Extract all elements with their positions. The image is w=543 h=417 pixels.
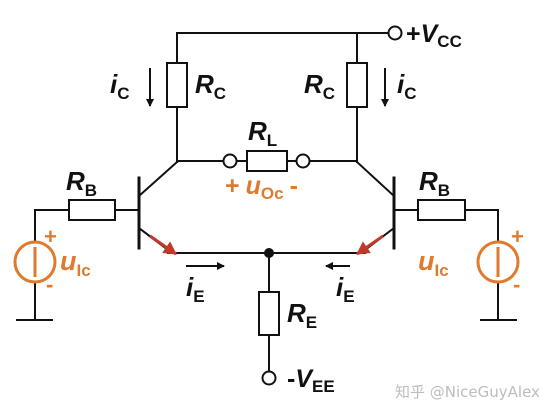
left-input-source-label: uIc bbox=[60, 246, 91, 280]
right-source-plus: + bbox=[511, 224, 524, 249]
vcc-label: +VCC bbox=[406, 20, 462, 51]
right-input-source bbox=[476, 240, 520, 284]
left-source-plus: + bbox=[44, 224, 57, 249]
left-collector-resistor bbox=[166, 62, 188, 108]
load-resistor-label: RL bbox=[248, 116, 277, 150]
left-input-source bbox=[13, 240, 57, 284]
left-base-resistor-label: RB bbox=[66, 166, 97, 200]
load-resistor bbox=[246, 150, 288, 172]
right-source-minus: - bbox=[513, 272, 520, 297]
left-collector-resistor-label: RC bbox=[195, 69, 226, 103]
terminals bbox=[222, 25, 403, 386]
vee-label: -VEE bbox=[287, 365, 335, 396]
right-collector-resistor bbox=[346, 62, 368, 108]
load-terminal-left bbox=[222, 153, 238, 169]
left-emitter-current-label: iE bbox=[186, 272, 205, 306]
left-base-resistor bbox=[68, 199, 116, 221]
emitter-junction-dot bbox=[264, 248, 274, 258]
output-voltage-label: +uOc- bbox=[225, 172, 298, 203]
left-emitter-arrow bbox=[149, 234, 177, 256]
right-base-resistor bbox=[417, 199, 466, 221]
right-emitter-arrow bbox=[356, 234, 384, 256]
emitter-resistor bbox=[258, 291, 280, 336]
right-input-source-label: uIc bbox=[418, 246, 449, 280]
vee-terminal bbox=[261, 370, 277, 386]
right-transistor-collector-lead bbox=[355, 160, 396, 198]
watermark: 知乎 @NiceGuyAlex bbox=[395, 383, 540, 401]
resistors bbox=[68, 62, 466, 336]
input-sources bbox=[13, 240, 520, 284]
left-source-minus: - bbox=[46, 272, 53, 297]
load-terminal-right bbox=[295, 153, 311, 169]
right-collector-resistor-label: RC bbox=[304, 69, 335, 103]
right-emitter-current-label: iE bbox=[336, 272, 355, 306]
right-base-resistor-label: RB bbox=[419, 166, 450, 200]
left-transistor-collector-lead bbox=[137, 160, 179, 198]
emitter-resistor-label: RE bbox=[287, 298, 317, 332]
right-collector-current-label: iC bbox=[397, 69, 417, 103]
left-collector-current-label: iC bbox=[110, 69, 130, 103]
vcc-terminal bbox=[387, 25, 403, 41]
